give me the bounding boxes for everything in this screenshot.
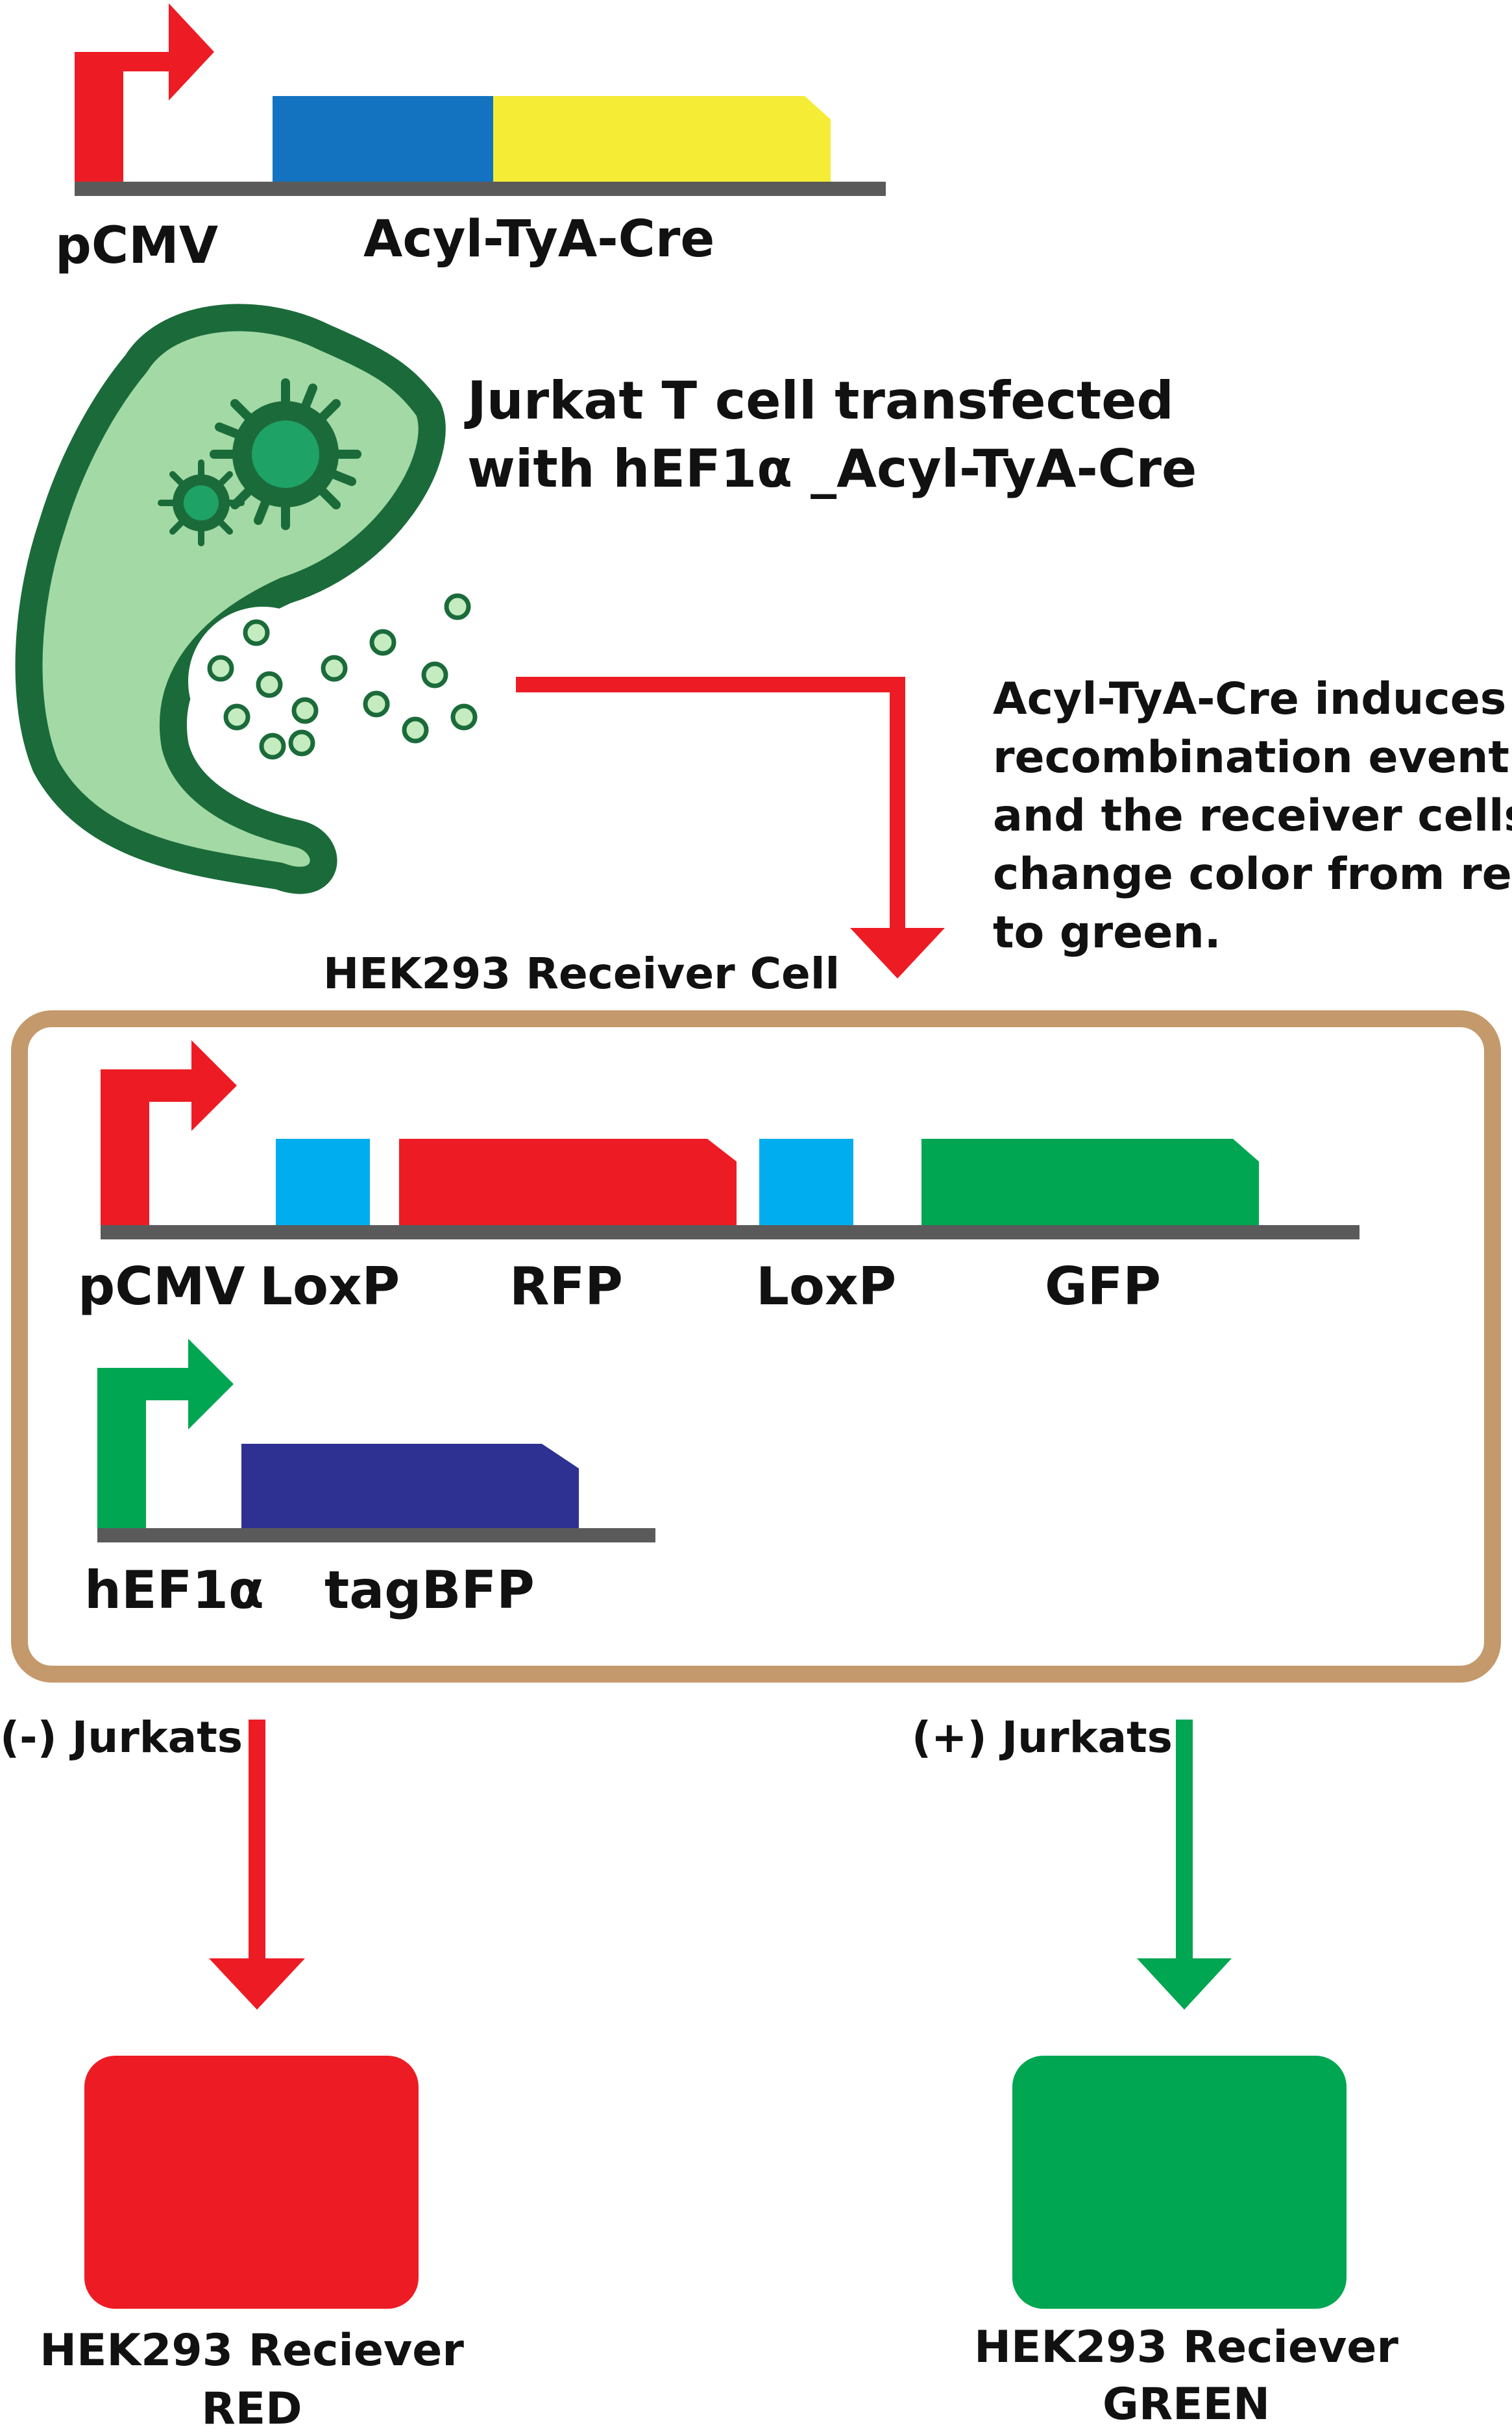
- loxp-2-segment: [759, 1139, 853, 1225]
- arrow-plus: [1137, 1720, 1232, 2010]
- label-minus-jurkats: (-) Jurkats: [0, 1712, 243, 1762]
- label-gfp: GFP: [1045, 1256, 1161, 1317]
- arrow-minus: [209, 1720, 305, 2010]
- cell-body: [15, 304, 446, 894]
- construct-hef1a-tagbfp: hEF1α tagBFP: [84, 1339, 655, 1620]
- label-loxp-2: LoxP: [756, 1256, 896, 1317]
- gfp-segment: [921, 1139, 1259, 1225]
- rfp-segment: [399, 1139, 737, 1225]
- construct-acyl-tya-cre: pCMV Acyl-TyA-Cre: [55, 3, 886, 275]
- tagbfp-segment: [241, 1444, 579, 1528]
- receiver-title: HEK293 Receiver Cell: [323, 949, 840, 999]
- label-rfp: RFP: [509, 1256, 623, 1317]
- result-red-line2: RED: [201, 2383, 302, 2434]
- jurkat-label-line2: with hEF1α _Acyl-TyA-Cre: [467, 439, 1197, 499]
- label-hef1a: hEF1α: [84, 1560, 264, 1620]
- result-green-line1: HEK293 Reciever: [974, 2322, 1398, 2373]
- tya-cre-segment: [493, 96, 831, 182]
- label-pcmv: pCMV: [55, 217, 218, 275]
- jurkat-cell: [15, 304, 478, 894]
- receiver-box: [11, 1010, 1501, 1683]
- secretion-arrow: [516, 677, 945, 979]
- secreted-vesicles: [207, 593, 478, 760]
- svg-text:recombination event: recombination event: [993, 732, 1509, 783]
- jurkat-label-line1: Jurkat T cell transfected: [464, 371, 1174, 431]
- label-acyl-tya-cre: Acyl-TyA-Cre: [363, 210, 714, 269]
- promoter-arrow-hef1a: [97, 1339, 234, 1528]
- promoter-arrow-pcmv-receiver: [101, 1040, 237, 1225]
- result-red-line1: HEK293 Reciever: [40, 2325, 464, 2376]
- loxp-1-segment: [276, 1139, 370, 1225]
- construct-pcmv-loxp-rfp-gfp: pCMV LoxP RFP LoxP GFP: [78, 1040, 1360, 1317]
- label-loxp-1: LoxP: [260, 1256, 400, 1317]
- svg-text:Acyl-TyA-Cre induces a: Acyl-TyA-Cre induces a: [993, 674, 1512, 725]
- explanation-text: Acyl-TyA-Cre induces a recombination eve…: [993, 674, 1512, 958]
- backbone-line: [75, 182, 886, 196]
- result-green-line2: GREEN: [1103, 2379, 1270, 2430]
- large-particle: [210, 378, 361, 530]
- result-box-red: [84, 2056, 419, 2309]
- svg-text:and the receiver cells: and the receiver cells: [993, 790, 1512, 842]
- small-particle: [158, 459, 245, 546]
- svg-text:to green.: to green.: [993, 907, 1221, 958]
- svg-text:change color from red: change color from red: [993, 849, 1512, 900]
- result-box-green: [1012, 2056, 1347, 2309]
- label-pcmv-receiver: pCMV: [78, 1256, 245, 1317]
- label-plus-jurkats: (+) Jurkats: [912, 1712, 1173, 1762]
- acyl-segment: [273, 96, 493, 182]
- promoter-arrow-pcmv: [75, 3, 214, 182]
- label-tagbfp: tagBFP: [324, 1560, 535, 1620]
